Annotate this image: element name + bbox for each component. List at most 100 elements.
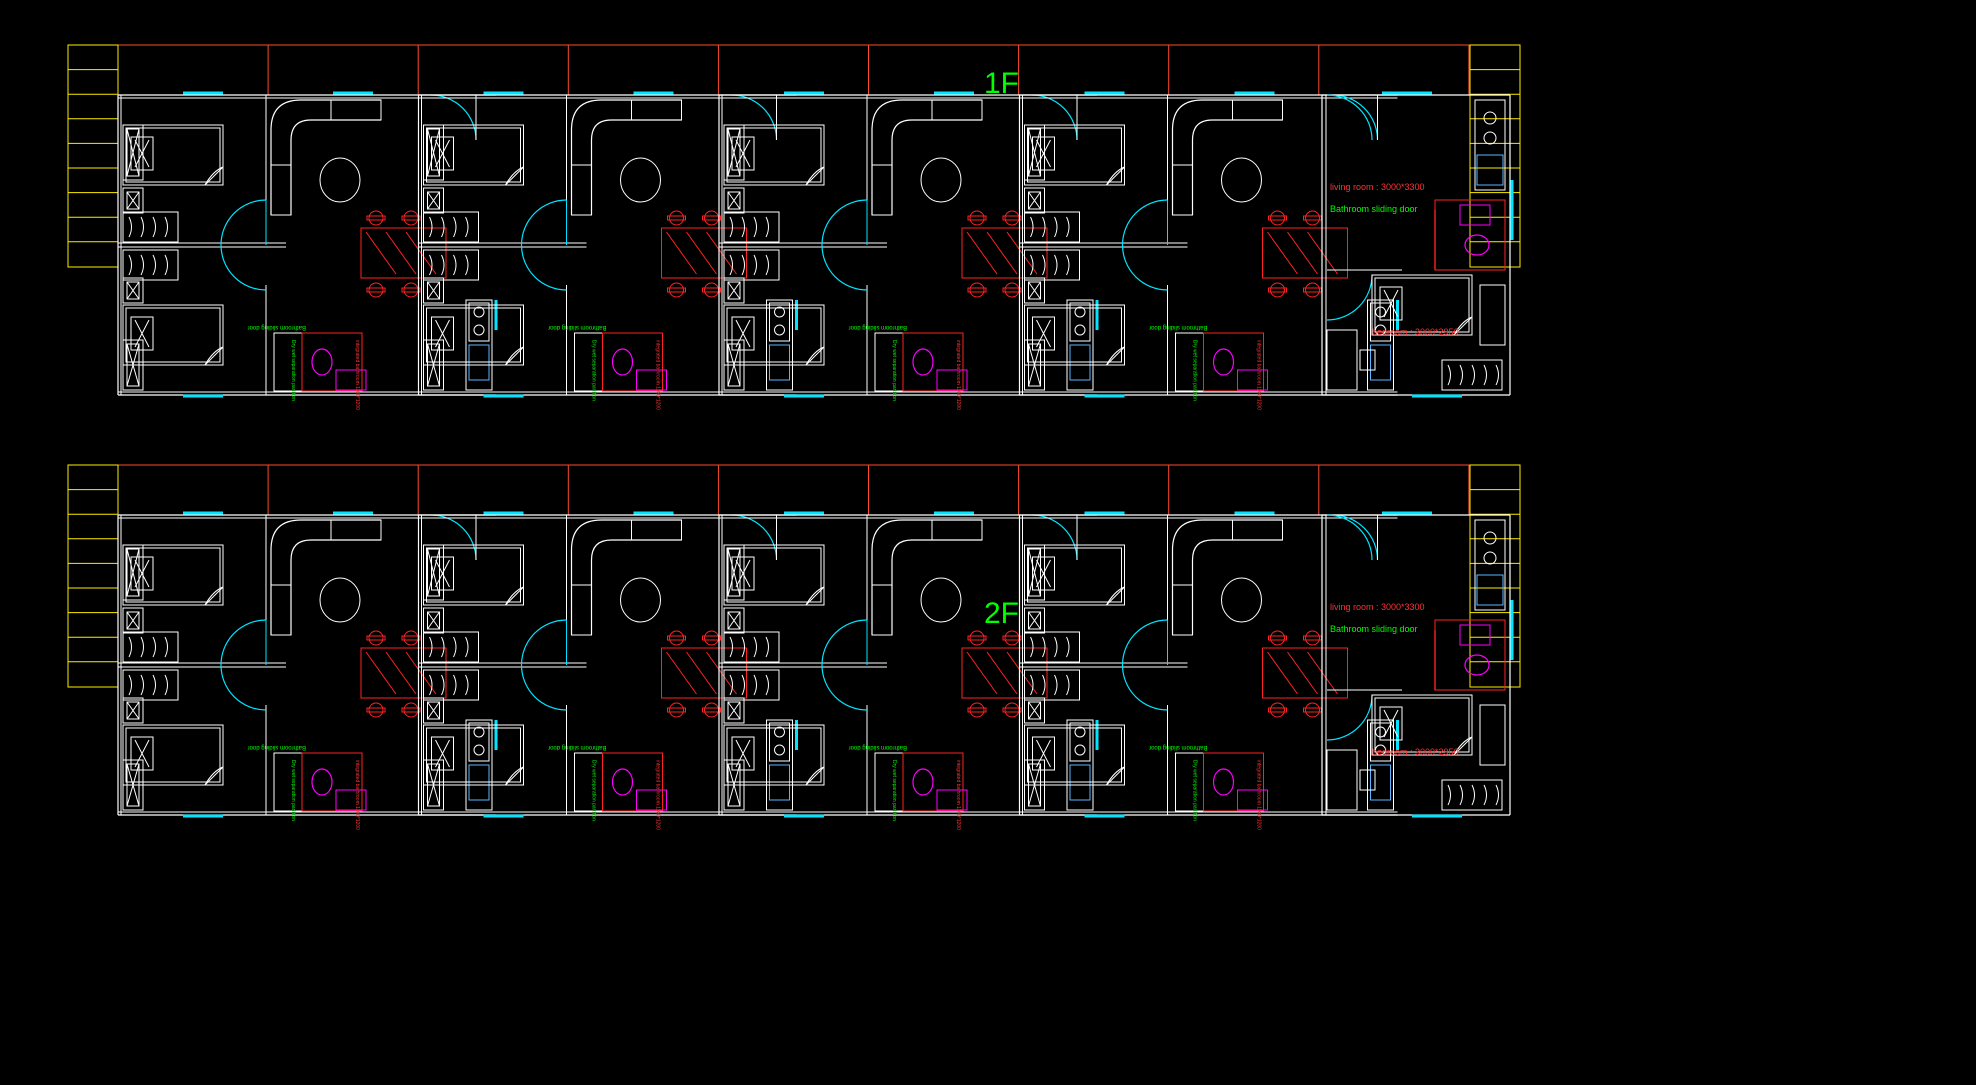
cabinet-cross bbox=[1028, 701, 1041, 720]
blanket-fold-line bbox=[1453, 736, 1473, 756]
toilet-icon bbox=[1464, 234, 1490, 256]
cabinet-icon bbox=[423, 339, 444, 391]
chair-back bbox=[401, 707, 421, 713]
hanger-icon bbox=[128, 674, 132, 696]
cabinet-icon bbox=[122, 339, 144, 391]
hanger-icon bbox=[1471, 364, 1475, 386]
integrated-bathroom-box bbox=[902, 332, 964, 392]
sofa-cushion bbox=[330, 519, 382, 541]
pillow-line bbox=[435, 139, 450, 168]
blanket-fold-line bbox=[1106, 346, 1125, 366]
chair-back bbox=[967, 287, 987, 293]
cabinet-cross bbox=[126, 128, 140, 177]
bathroom-door-note: Bathroom sliding door bbox=[548, 744, 606, 750]
cabinet-inner bbox=[126, 548, 140, 597]
hanger-icon bbox=[441, 254, 445, 276]
hanger-icon bbox=[765, 216, 769, 238]
pillow-icon bbox=[431, 316, 454, 351]
dry-wet-note: Dry wet separation partition bbox=[891, 340, 897, 401]
entry-door-arc bbox=[1031, 94, 1078, 141]
chair-icon bbox=[1305, 282, 1320, 298]
cabinet-icon bbox=[723, 697, 745, 724]
hanger-icon bbox=[1042, 674, 1046, 696]
hanger-icon bbox=[1471, 784, 1475, 806]
chair-icon bbox=[403, 282, 419, 298]
hanger-icon bbox=[729, 636, 733, 658]
chair-icon bbox=[1270, 702, 1285, 718]
bed-icon bbox=[122, 724, 224, 786]
cabinet-inner bbox=[1028, 343, 1041, 387]
sofa-cushion bbox=[330, 99, 382, 121]
blanket-fold-line bbox=[1453, 316, 1473, 336]
nightstand-icon bbox=[1479, 284, 1506, 346]
blanket-fold-icon bbox=[1105, 586, 1125, 606]
round-table-icon bbox=[620, 157, 661, 203]
cabinet-icon bbox=[423, 124, 444, 181]
table-hatch bbox=[966, 651, 998, 695]
burner-icon bbox=[1074, 324, 1086, 336]
floor-title-2f: 2F bbox=[984, 597, 1020, 630]
blanket-fold-line bbox=[805, 166, 825, 186]
blanket-fold-icon bbox=[504, 766, 524, 786]
cabinet-cross bbox=[427, 281, 440, 300]
blanket-fold-line bbox=[204, 346, 224, 366]
stove-icon bbox=[1069, 722, 1091, 762]
cabinet-cross bbox=[126, 701, 140, 720]
cabinet-icon bbox=[1024, 124, 1045, 181]
door-swing-arc bbox=[821, 664, 868, 711]
dry-wet-partition bbox=[273, 752, 303, 812]
dry-wet-partition bbox=[1175, 752, 1204, 812]
cabinet-cross bbox=[126, 548, 140, 597]
chair-back bbox=[1268, 287, 1287, 293]
hanger-icon bbox=[152, 216, 156, 238]
cabinet-cross bbox=[126, 611, 140, 630]
cabinet-icon bbox=[122, 277, 144, 304]
burner-icon bbox=[1483, 551, 1497, 565]
cabinet-icon bbox=[423, 759, 444, 811]
bedroom-label: bedroom : 3000*2950 bbox=[1372, 747, 1459, 757]
table-hatch bbox=[1287, 651, 1318, 695]
hanger-icon bbox=[741, 674, 745, 696]
chair-icon bbox=[1305, 630, 1320, 646]
sofa-cushion bbox=[571, 584, 592, 636]
hanger-icon bbox=[765, 254, 769, 276]
chair-icon bbox=[403, 210, 419, 226]
cabinet-icon bbox=[423, 277, 444, 304]
cabinet-cross bbox=[427, 343, 440, 387]
wardrobe-icon bbox=[723, 211, 780, 243]
cabinet-icon bbox=[723, 187, 745, 214]
burner-icon bbox=[774, 744, 785, 756]
stove-icon bbox=[1069, 302, 1091, 342]
chair-icon bbox=[1305, 702, 1320, 718]
door-swing-arc bbox=[220, 619, 267, 666]
hanger-icon bbox=[164, 216, 168, 238]
cabinet-inner bbox=[1028, 191, 1041, 210]
hanger-icon bbox=[753, 636, 757, 658]
chair-icon bbox=[368, 630, 384, 646]
cabinet-inner bbox=[427, 343, 440, 387]
bed-inner-line bbox=[1027, 727, 1122, 783]
sofa-cushion bbox=[1172, 584, 1193, 636]
cabinet-inner bbox=[427, 128, 440, 177]
dining-table-icon bbox=[661, 227, 747, 279]
cabinet-inner bbox=[727, 281, 741, 300]
blanket-fold-line bbox=[505, 166, 524, 186]
hanger-icon bbox=[1054, 674, 1058, 696]
washbasin-icon bbox=[636, 789, 667, 811]
stove-icon bbox=[468, 302, 490, 342]
table-hatch bbox=[365, 651, 397, 695]
bathroom-door-label: Bathroom sliding door bbox=[1330, 204, 1418, 214]
hanger-icon bbox=[1030, 254, 1034, 276]
cabinet-inner bbox=[126, 191, 140, 210]
sofa-cushion bbox=[270, 164, 292, 216]
bed-inner-line bbox=[1027, 307, 1122, 363]
burner-icon bbox=[1074, 744, 1086, 756]
pillow-line bbox=[735, 319, 751, 348]
cabinet-inner bbox=[126, 281, 140, 300]
sofa-cushion bbox=[1232, 519, 1283, 541]
toilet-icon bbox=[1464, 654, 1490, 676]
pillow-icon bbox=[1032, 316, 1055, 351]
washbasin-icon bbox=[936, 369, 968, 391]
hanger-icon bbox=[1459, 364, 1463, 386]
burner-icon bbox=[1074, 306, 1086, 318]
